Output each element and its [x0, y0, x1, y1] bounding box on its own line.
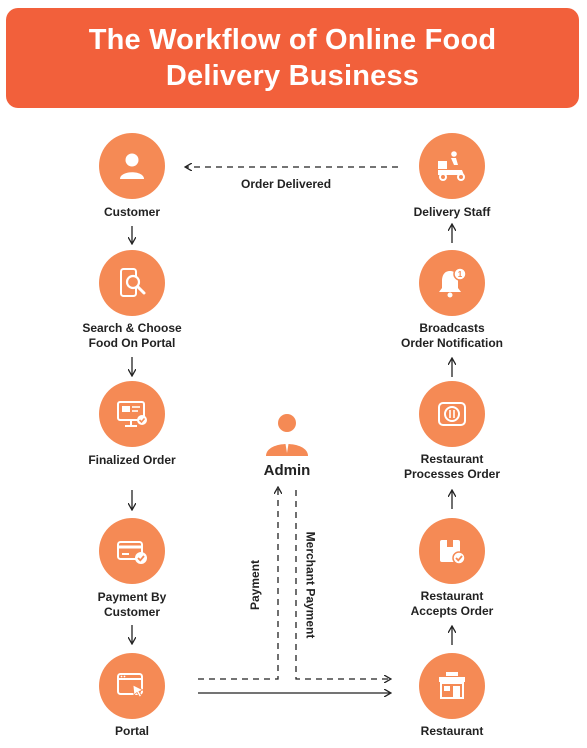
delivery-label: Delivery Staff [413, 205, 491, 219]
label-order-delivered: Order Delivered [241, 177, 332, 191]
portal-node [99, 653, 165, 719]
portal-label: Portal [114, 724, 149, 738]
customer-node [99, 133, 165, 199]
processes-label: Restaurant Processes Order [403, 452, 501, 481]
customer-label: Customer [103, 205, 160, 219]
label-payment: Payment [248, 559, 263, 611]
title-banner: The Workflow of Online Food Delivery Bus… [6, 8, 579, 108]
arrow-payment-to-admin [198, 488, 278, 680]
payment-label: Payment By Customer [97, 590, 167, 619]
admin-label: Admin [263, 462, 311, 479]
restaurant-node [419, 653, 485, 719]
arrow-merchant-payment [295, 490, 390, 679]
cooking-pot-icon [438, 402, 466, 426]
restaurant-label: Restaurant [420, 724, 484, 738]
broadcasts-label: Broadcasts Order Notification [400, 321, 503, 350]
phone-search-icon [120, 268, 146, 297]
monitor-order-icon [117, 401, 147, 427]
svg-text:1: 1 [458, 270, 463, 279]
admin-user-icon [266, 414, 308, 456]
user-icon [120, 153, 144, 179]
finalized-node [99, 381, 165, 447]
accepts-node [419, 518, 485, 584]
search-node [99, 250, 165, 316]
delivery-node [419, 133, 485, 199]
accepts-label: Restaurant Accepts Order [410, 589, 494, 618]
bell-notification-icon: 1 [439, 267, 467, 298]
browser-cursor-icon [117, 673, 144, 698]
scooter-rider-icon [438, 151, 465, 181]
finalized-label: Finalized Order [88, 453, 176, 467]
storefront-icon [439, 672, 465, 699]
search-label: Search & Choose Food On Portal [82, 321, 182, 350]
broadcasts-node: 1 [419, 250, 485, 316]
card-check-icon [117, 541, 147, 564]
package-check-icon [440, 540, 466, 565]
page-title: The Workflow of Online Food Delivery Bus… [88, 24, 497, 92]
processes-node [419, 381, 485, 447]
payment-node [99, 518, 165, 584]
label-merchant-payment: Merchant Payment [303, 531, 318, 639]
admin-node [262, 412, 312, 458]
